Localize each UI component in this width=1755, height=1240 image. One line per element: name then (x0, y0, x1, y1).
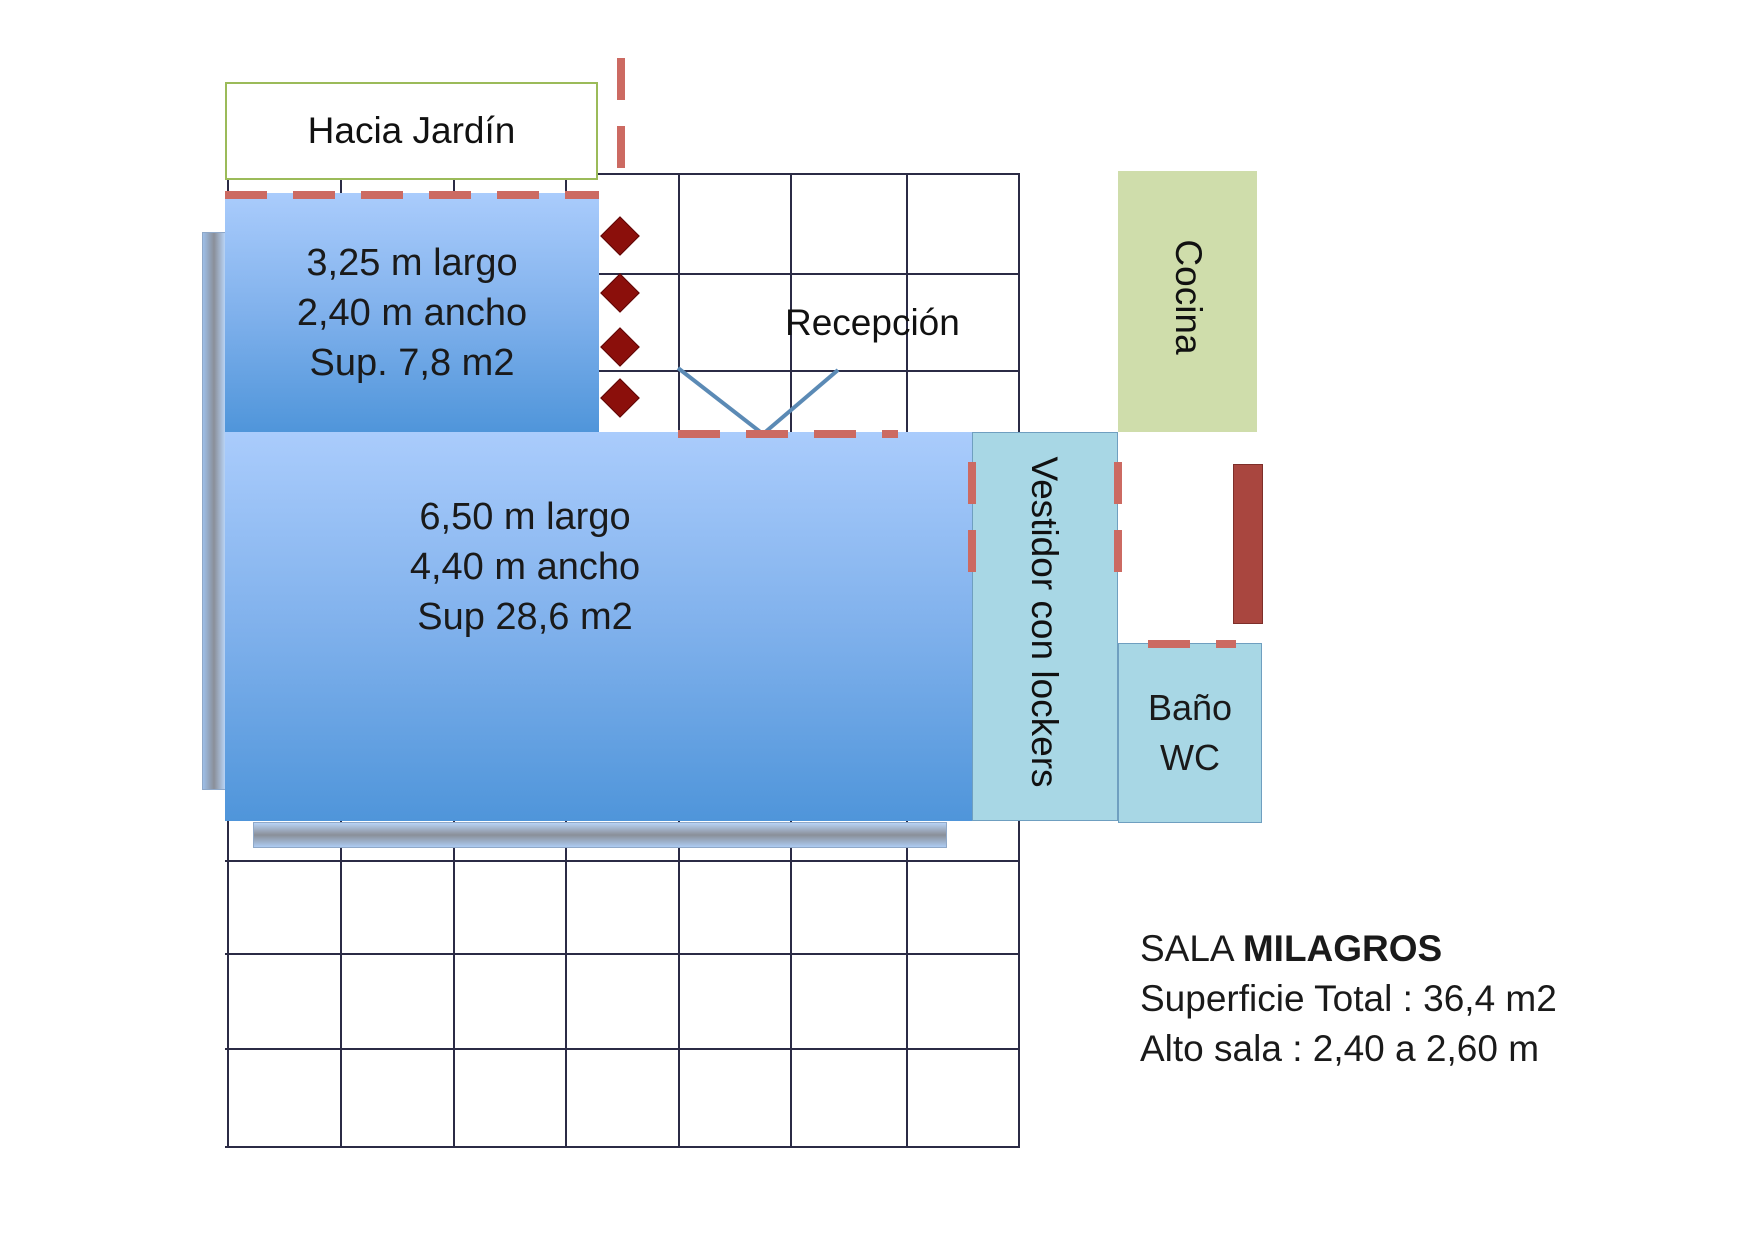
reception-door-dash (678, 430, 898, 438)
bathroom[interactable]: Baño WC (1118, 643, 1262, 823)
garden-label: Hacia Jardín (307, 110, 516, 151)
garden-door-dash (225, 191, 599, 199)
small-room-length: 3,25 m largo (306, 242, 518, 284)
bathroom-label-2: WC (1160, 737, 1220, 778)
kitchen-label: Cocina (1168, 239, 1209, 355)
bathroom-label-1: Baño (1147, 687, 1233, 728)
total-area: Superficie Total : 36,4 m2 (1140, 978, 1557, 1019)
small-room-area: Sup. 7,8 m2 (309, 342, 515, 384)
main-room-width: 4,40 m ancho (409, 546, 641, 588)
garden-box: Hacia Jardín (225, 82, 598, 180)
dressing-room[interactable]: Vestidor con lockers (972, 432, 1118, 821)
kitchen[interactable]: Cocina (1118, 171, 1257, 432)
right-wall-bar (1233, 464, 1263, 624)
reception-label: Recepción (785, 302, 960, 343)
bottom-wall-bar (253, 822, 947, 848)
left-wall-bar (202, 232, 226, 790)
main-room-length: 6,50 m largo (419, 496, 631, 538)
dressing-door-dash-left (968, 462, 976, 586)
room-name-prefix: SALA (1140, 928, 1233, 969)
main-room-area: Sup 28,6 m2 (417, 596, 633, 638)
garden-side-dash (617, 58, 625, 174)
room-name: SALA MILAGROS (1140, 924, 1557, 974)
bathroom-door-dash (1148, 640, 1236, 648)
dressing-door-dash-right (1114, 462, 1122, 586)
small-room[interactable]: 3,25 m largo 2,40 m ancho Sup. 7,8 m2 (225, 193, 599, 433)
room-height: Alto sala : 2,40 a 2,60 m (1140, 1028, 1540, 1069)
main-room[interactable]: 6,50 m largo 4,40 m ancho Sup 28,6 m2 (225, 432, 972, 821)
reception-door-swing (676, 366, 840, 436)
dressing-room-label: Vestidor con lockers (1024, 456, 1065, 788)
small-room-width: 2,40 m ancho (296, 292, 528, 334)
room-name-bold: MILAGROS (1242, 928, 1443, 969)
info-block: SALA MILAGROS Superficie Total : 36,4 m2… (1140, 924, 1557, 1074)
